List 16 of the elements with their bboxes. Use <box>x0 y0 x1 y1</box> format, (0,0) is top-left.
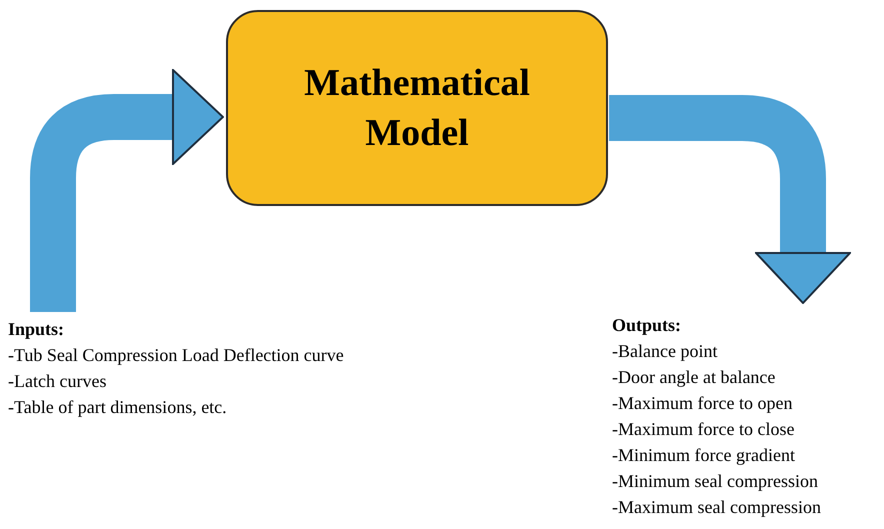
list-heading: Outputs: <box>612 314 682 337</box>
list-item: -Balance point <box>612 340 718 363</box>
process-box <box>226 10 608 206</box>
list-item: -Door angle at balance <box>612 366 776 389</box>
list-item: -Maximum force to open <box>612 392 792 415</box>
block-arrow <box>30 69 224 312</box>
box-title: Mathematical Model <box>303 61 531 156</box>
list-item: -Minimum force gradient <box>612 444 795 467</box>
list-item: -Table of part dimensions, etc. <box>8 396 227 419</box>
list-heading: Inputs: <box>8 318 64 341</box>
list-item: -Maximum force to close <box>612 418 794 441</box>
list-item: -Minimum seal compression <box>612 470 818 493</box>
block-arrow <box>609 95 851 304</box>
list-item: -Maximum seal compression <box>612 496 821 519</box>
list-item: -Tub Seal Compression Load Deflection curve <box>8 344 344 367</box>
list-item: -Latch curves <box>8 370 106 393</box>
